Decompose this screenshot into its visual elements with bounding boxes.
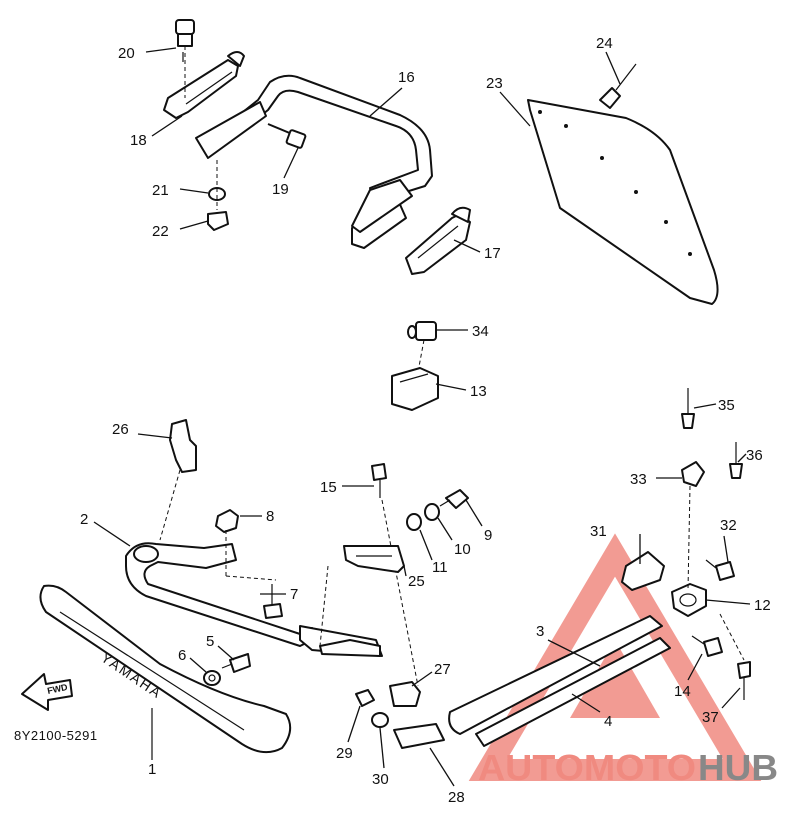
rivet-35 — [681, 388, 695, 429]
washer-10 — [424, 503, 440, 521]
callout-10: 10 — [454, 541, 471, 558]
bolt-9 — [439, 489, 469, 509]
collar-33 — [681, 461, 705, 487]
callout-24: 24 — [596, 35, 613, 52]
callout-15: 15 — [320, 479, 337, 496]
callout-36: 36 — [746, 447, 763, 464]
bolt-14 — [691, 635, 723, 657]
watermark-part2: HUB — [698, 747, 778, 788]
callout-2: 2 — [80, 511, 88, 528]
callout-17: 17 — [484, 245, 501, 262]
grip-17 — [405, 206, 471, 275]
bumper-frame-2 — [125, 542, 383, 657]
callout-21: 21 — [152, 182, 169, 199]
clamp-12 — [671, 583, 707, 617]
leader-lines — [93, 47, 751, 787]
collar-34 — [407, 321, 437, 341]
nut-22 — [207, 211, 229, 231]
bolt-29 — [355, 689, 375, 707]
rear-handle-16 — [195, 74, 433, 249]
callout-4: 4 — [604, 713, 612, 730]
callout-13: 13 — [470, 383, 487, 400]
diagram-code: 8Y2100-5291 — [14, 728, 98, 743]
watermark-text: AUTOMOTO HUB — [478, 747, 778, 788]
bracket-27 — [389, 681, 421, 707]
bracket-31 — [621, 551, 665, 591]
callout-20: 20 — [118, 45, 135, 62]
watermark-part1: AUTOMOTO — [478, 747, 696, 788]
nut-30 — [371, 712, 389, 728]
callout-11: 11 — [432, 559, 448, 576]
clamp-13 — [391, 367, 439, 411]
callout-30: 30 — [372, 771, 389, 788]
bracket-26 — [169, 419, 197, 473]
callout-5: 5 — [206, 633, 214, 650]
callout-32: 32 — [720, 517, 737, 534]
nut-8 — [215, 509, 239, 533]
callout-7: 7 — [290, 586, 298, 603]
callout-6: 6 — [178, 647, 186, 664]
callout-25: 25 — [408, 573, 425, 590]
fwd-label: FWD — [46, 682, 69, 696]
rivet-24 — [599, 63, 637, 109]
bracket-25 — [343, 545, 405, 573]
fwd-arrow: FWD — [21, 673, 73, 711]
rivet-37 — [737, 661, 751, 700]
callout-3: 3 — [536, 623, 544, 640]
callout-14: 14 — [674, 683, 691, 700]
callout-12: 12 — [754, 597, 771, 614]
bolt-32 — [705, 559, 735, 581]
callout-29: 29 — [336, 745, 353, 762]
callout-22: 22 — [152, 223, 169, 240]
bolt-7 — [263, 584, 283, 619]
washer-11 — [406, 513, 422, 531]
bolt-19 — [267, 123, 307, 149]
bolt-15 — [371, 463, 387, 498]
callout-27: 27 — [434, 661, 451, 678]
washer-6 — [203, 670, 221, 686]
rivet-36 — [729, 442, 743, 479]
callout-16: 16 — [398, 69, 415, 86]
callout-37: 37 — [702, 709, 719, 726]
callout-labels: 20 18 21 22 19 16 17 23 24 34 13 26 2 8 … — [80, 35, 771, 806]
callout-35: 35 — [718, 397, 735, 414]
bolt-20 — [175, 19, 195, 98]
strip-3 — [448, 615, 663, 735]
callout-33: 33 — [630, 471, 647, 488]
bolt-5 — [221, 653, 251, 673]
strip-4 — [475, 637, 671, 747]
callout-1: 1 — [148, 761, 156, 778]
callout-18: 18 — [130, 132, 147, 149]
callout-19: 19 — [272, 181, 289, 198]
callout-34: 34 — [472, 323, 489, 340]
callout-28: 28 — [448, 789, 465, 806]
cap-28 — [393, 723, 445, 749]
plate-23 — [527, 99, 719, 305]
bracket-18 — [163, 51, 245, 119]
callout-8: 8 — [266, 508, 274, 525]
callout-26: 26 — [112, 421, 129, 438]
callout-31: 31 — [590, 523, 607, 540]
callout-23: 23 — [486, 75, 503, 92]
callout-9: 9 — [484, 527, 492, 544]
